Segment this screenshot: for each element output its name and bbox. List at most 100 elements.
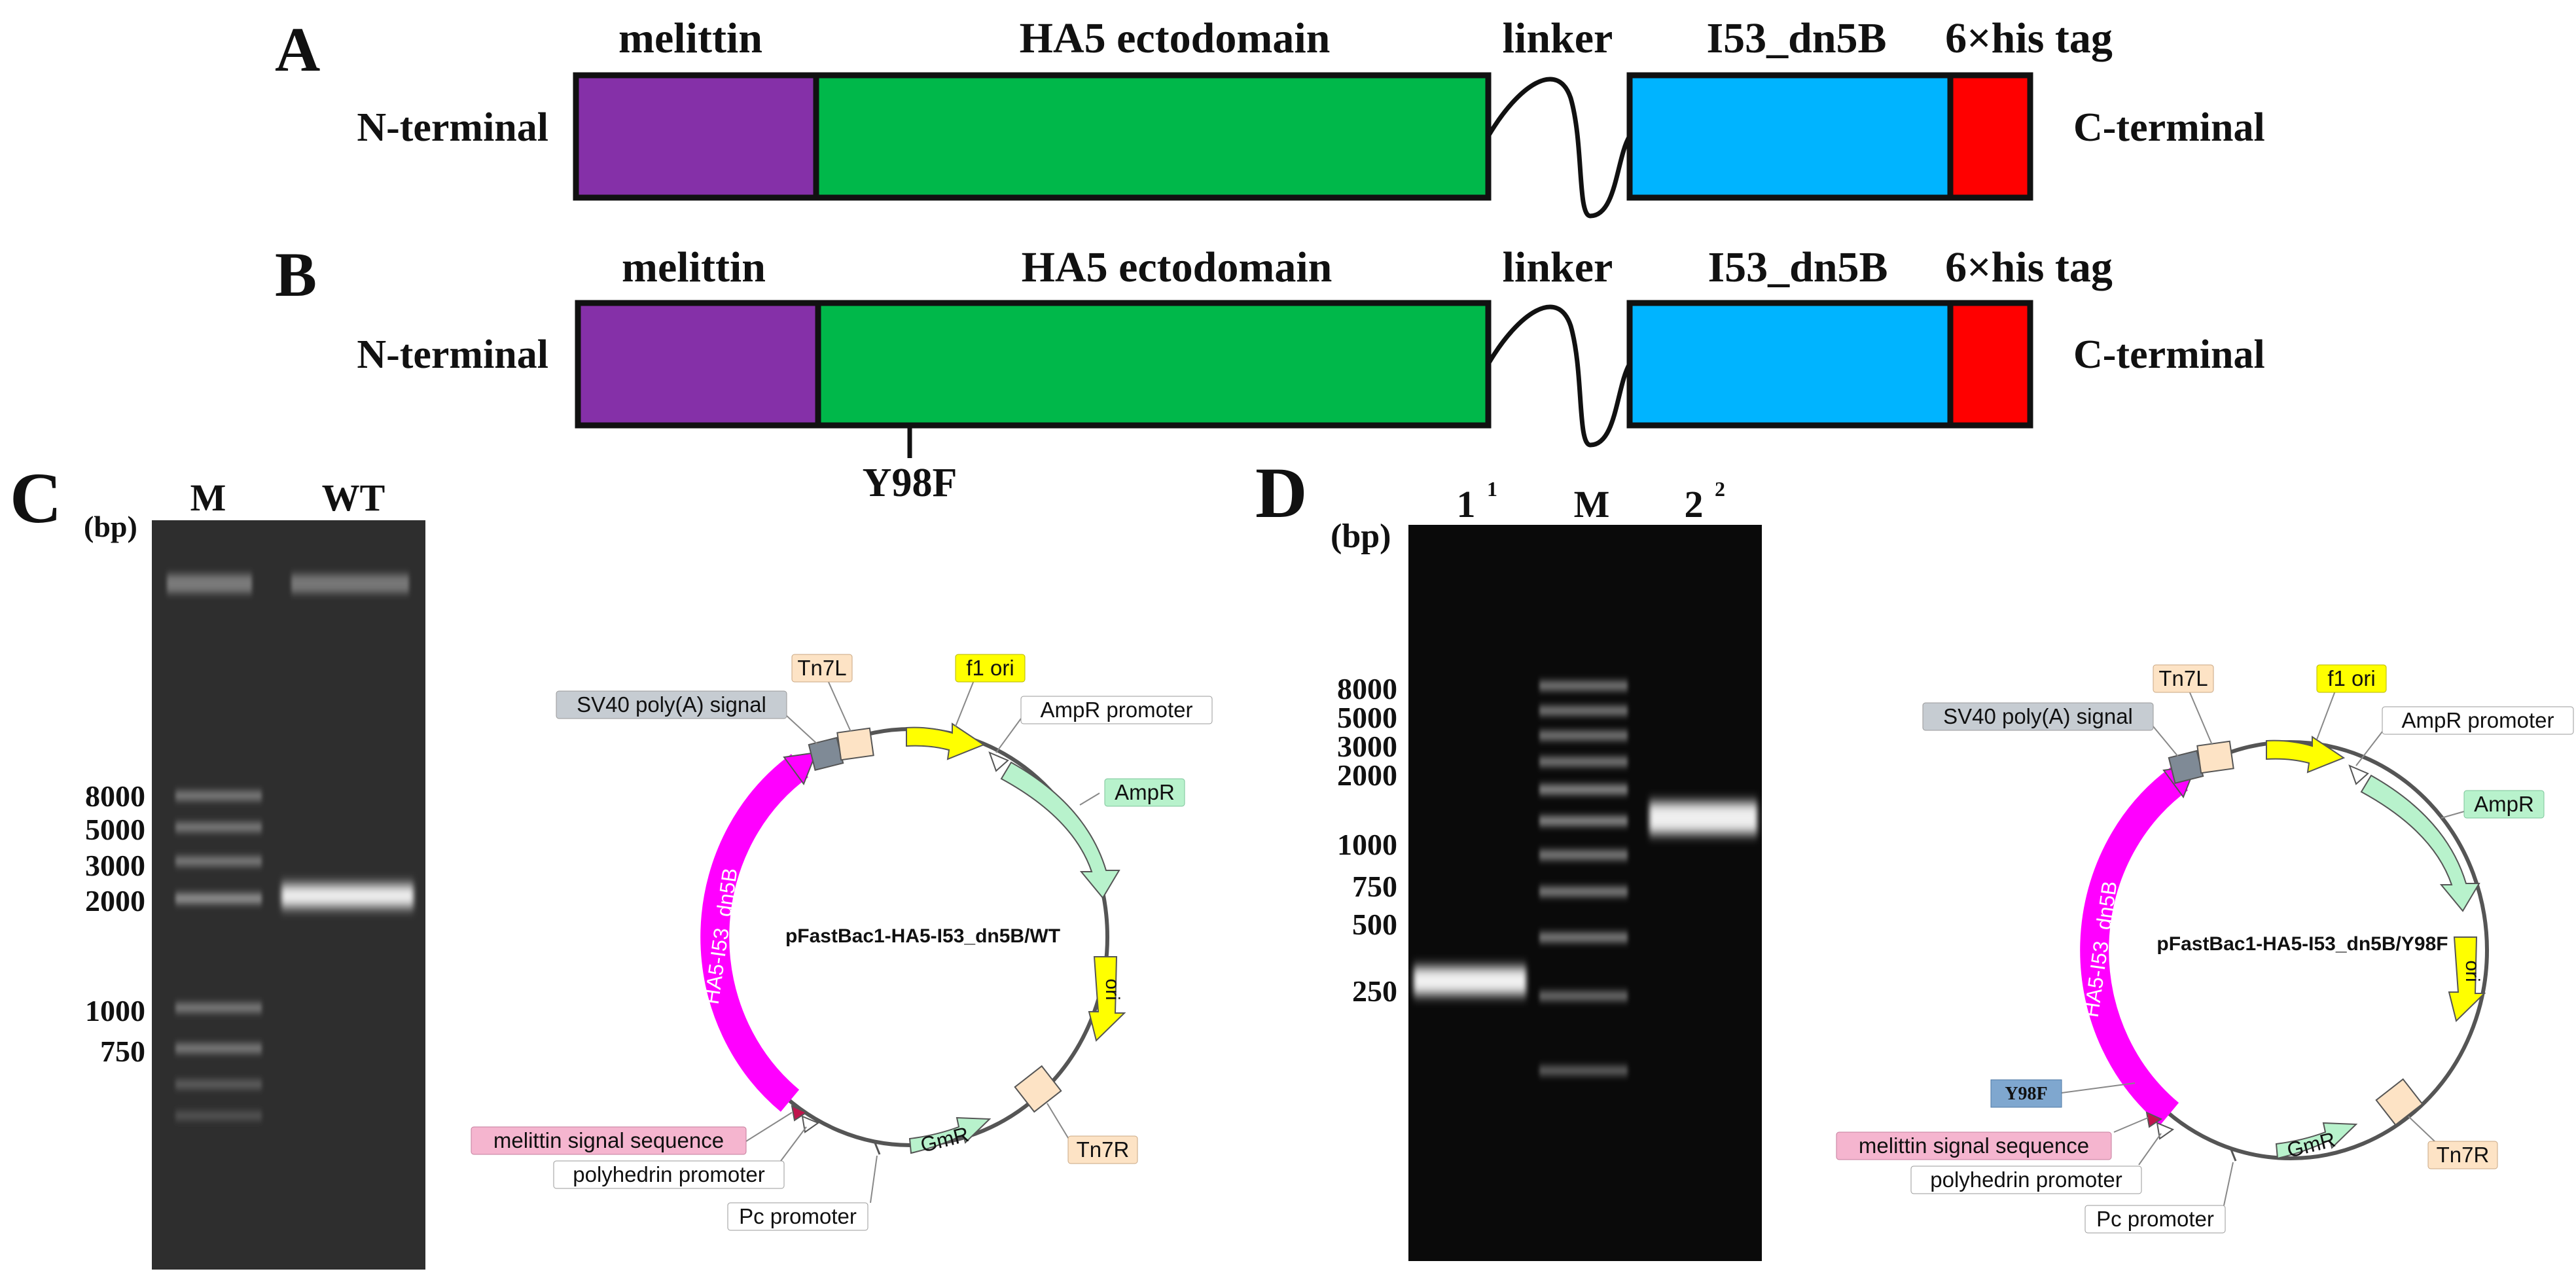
- panel-b: B melittin HA5 ectodomain linker I53_dn5…: [275, 240, 2265, 505]
- plasmid-ori-label: ori: [1101, 978, 1123, 1000]
- ladder-band: [1539, 992, 1628, 1000]
- plasmid-sv40-box: [2168, 750, 2204, 784]
- ladder-band: [1539, 707, 1628, 715]
- callout-line: [955, 680, 975, 727]
- panel-c-lane-wt: WT: [322, 476, 385, 519]
- callout-line: [2441, 811, 2465, 819]
- callout-line: [2355, 731, 2383, 766]
- panel-b-c-terminal: C-terminal: [2073, 332, 2265, 377]
- panel-d-lane-2: 2: [1685, 483, 1704, 525]
- panel-a-linker-label: linker: [1503, 14, 1613, 62]
- ladder-band: [175, 894, 262, 903]
- ladder-band: [1539, 1067, 1628, 1075]
- plasmid-tn7l-label: Tn7L: [797, 656, 846, 680]
- panel-a-n-terminal: N-terminal: [357, 105, 548, 150]
- plasmid-ampr-promoter-mark: [988, 751, 1009, 772]
- callout-line: [2223, 1162, 2234, 1206]
- panel-b-his-block: [1947, 300, 2033, 429]
- panel-a-his-label: 6×his tag: [1945, 14, 2113, 62]
- plasmid-melittin-mark: [2145, 1111, 2163, 1128]
- panel-c-ladder-label-750: 750: [100, 1035, 145, 1068]
- plasmid-pc-promoter-label: Pc promoter: [739, 1204, 857, 1228]
- panel-a-c-terminal: C-terminal: [2073, 105, 2265, 150]
- plasmid-name: pFastBac1-HA5-I53_dn5B/WT: [785, 925, 1060, 947]
- plasmid-gmr-arrow: [2275, 1122, 2358, 1160]
- panel-b-melittin-block: [575, 300, 821, 429]
- callout-line: [778, 1126, 807, 1164]
- plasmid-insert-arc: [700, 754, 808, 1112]
- ladder-band: [175, 857, 262, 865]
- ladder-band: [175, 792, 262, 800]
- plasmid-gmr-label: GmR: [918, 1122, 971, 1157]
- plasmid-ampr-promoter-label: AmpR promoter: [1041, 698, 1193, 722]
- ladder-band: [1539, 817, 1628, 825]
- plasmid-ampr-promoter-mark: [2348, 764, 2369, 785]
- callout-line: [785, 714, 819, 745]
- callout-line: [2316, 690, 2336, 740]
- panel-b-i53-label: I53_dn5B: [1708, 243, 1887, 291]
- panel-c-ladder-label-2000: 2000: [85, 884, 145, 917]
- plasmid-gmr-arrow: [908, 1116, 992, 1154]
- panel-c-bp-label: (bp): [84, 510, 137, 543]
- panel-c-plasmid: HA5-I53_dn5B ori GmR pFastBac1-HA5-I53_d…: [471, 654, 1213, 1231]
- panel-c-lane-m: M: [190, 476, 226, 519]
- plasmid-melittin-mark: [791, 1105, 808, 1122]
- panel-b-n-terminal: N-terminal: [357, 332, 548, 377]
- panel-a-ha5-label: HA5 ectodomain: [1020, 14, 1331, 62]
- panel-d-ladder-label-250: 250: [1352, 974, 1397, 1008]
- panel-a-i53-block: [1626, 72, 1954, 201]
- panel-d-lane-2-band: [1649, 802, 1757, 834]
- plasmid-polyhedrin-label: polyhedrin promoter: [1930, 1167, 2122, 1192]
- panel-c-well-wt: [291, 575, 409, 593]
- plasmid-tn7r-label: Tn7R: [2437, 1143, 2490, 1167]
- plasmid-gmr-label: GmR: [2285, 1128, 2338, 1162]
- plasmid-ampr-promoter-label: AmpR promoter: [2402, 708, 2554, 732]
- plasmid-ampr-arrow: [1000, 761, 1120, 899]
- panel-c-ladder-label-3000: 3000: [85, 849, 145, 882]
- ladder-band: [175, 1004, 262, 1012]
- panel-a-linker: [1486, 77, 1632, 219]
- callout-line: [870, 1155, 878, 1203]
- panel-d-lane-m: M: [1574, 483, 1610, 525]
- panel-d-ladder-label-3000: 3000: [1337, 730, 1397, 763]
- ladder-band: [1539, 887, 1628, 896]
- ladder-band: [1539, 785, 1628, 794]
- plasmid-polyhedrin-mark: [801, 1115, 820, 1133]
- panel-b-i53-block: [1626, 300, 1954, 429]
- callout-line: [745, 1112, 793, 1142]
- panel-d-ladder-label-8000: 8000: [1337, 672, 1397, 705]
- panel-c-ladder: [175, 792, 262, 1119]
- plasmid-f1ori-label: f1 ori: [966, 656, 1014, 680]
- panel-b-ha5-label: HA5 ectodomain: [1022, 243, 1333, 291]
- panel-a-his-block: [1947, 72, 2033, 201]
- plasmid-tn7r-box: [1014, 1065, 1062, 1113]
- panel-b-label: B: [275, 240, 317, 310]
- ladder-band: [1539, 682, 1628, 690]
- plasmid-pc-mark: [2229, 1147, 2237, 1162]
- plasmid-melittin-sig-label: melittin signal sequence: [493, 1128, 724, 1152]
- panel-a: A melittin HA5 ectodomain linker I53_dn5…: [275, 14, 2265, 219]
- plasmid-pc-promoter-label: Pc promoter: [2096, 1207, 2214, 1231]
- ladder-band: [1539, 933, 1628, 942]
- ladder-band: [175, 1081, 262, 1088]
- callout-line: [2189, 690, 2213, 745]
- ladder-band: [175, 1113, 262, 1119]
- plasmid-ori-label: ori: [2461, 960, 2483, 982]
- panel-a-label: A: [275, 14, 320, 84]
- plasmid-sv40-label: SV40 poly(A) signal: [577, 692, 766, 717]
- panel-c-wt-band: [281, 885, 414, 907]
- plasmid-polyhedrin-mark: [2156, 1122, 2175, 1140]
- panel-d-plasmid: HA5-I53_dn5B ori GmR pFastBac1-HA5-I53_d…: [1836, 664, 2574, 1234]
- plasmid-ampr-label: AmpR: [2474, 792, 2534, 816]
- ladder-band: [175, 1044, 262, 1052]
- panel-c-ladder-label-1000: 1000: [85, 994, 145, 1027]
- plasmid-ori-arrow: [1088, 956, 1126, 1042]
- panel-a-melittin-label: melittin: [618, 14, 762, 62]
- callout-line: [2061, 1082, 2136, 1094]
- callout-line: [2408, 1116, 2435, 1142]
- panel-a-melittin-block: [573, 72, 819, 201]
- plasmid-y98f-label: Y98F: [2005, 1084, 2047, 1104]
- ladder-band: [1539, 732, 1628, 739]
- panel-d-ladder-label-5000: 5000: [1337, 701, 1397, 734]
